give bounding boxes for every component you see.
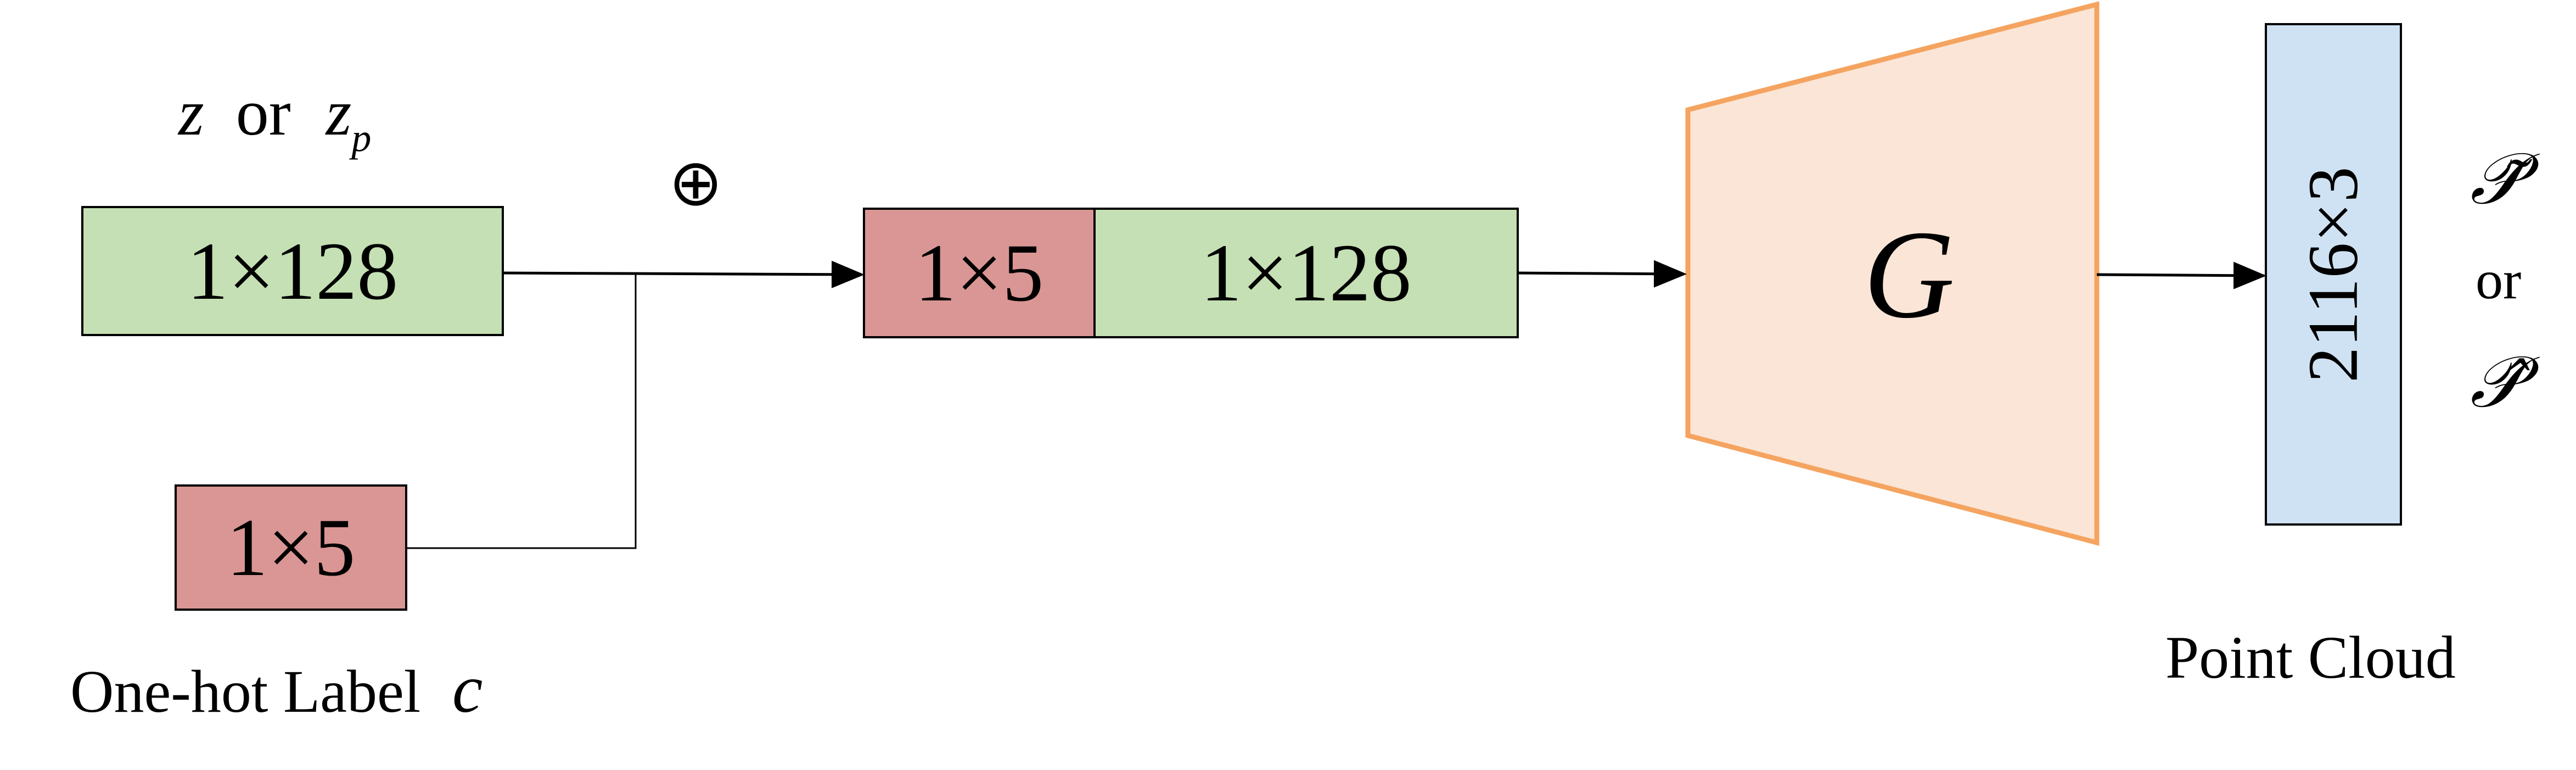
concat-label-size: 1×5 (914, 227, 1044, 319)
zp-subscript: p (351, 116, 372, 160)
point-cloud-size: 2116×3 (2294, 166, 2373, 383)
one-hot-label-box: 1×5 (175, 484, 407, 611)
p-hat-symbol: 𝒫̂ (2470, 340, 2522, 423)
point-cloud-box: 2116×3 (2265, 23, 2402, 526)
generator-to-output-arrow (2096, 261, 2266, 289)
latent-variable-label: z or zp (178, 71, 371, 163)
latent-vector-size: 1×128 (187, 225, 399, 317)
latent-vector-box: 1×128 (81, 206, 504, 336)
one-hot-label-text: One-hot Label (70, 658, 421, 725)
point-cloud-caption: Point Cloud (2165, 624, 2456, 691)
label-to-concat-connector (406, 273, 637, 549)
concat-to-generator-arrow (1517, 260, 1687, 288)
zp-symbol: z (325, 76, 352, 149)
p-tilde-symbol: 𝒫̃ (2470, 137, 2522, 220)
z-symbol: z (178, 76, 204, 149)
latent-to-concat-arrow (503, 260, 865, 288)
concat-label-part: 1×5 (863, 208, 1096, 338)
generator-trapezoid (1685, 1, 2100, 546)
one-hot-label-caption: One-hot Label c (70, 648, 482, 733)
concat-operator-symbol: ⊕ (669, 144, 723, 220)
concat-latent-part: 1×128 (1093, 208, 1519, 338)
output-or-text: or (2476, 249, 2522, 310)
or-text: or (235, 76, 291, 149)
label-variable-c: c (452, 651, 483, 727)
concat-latent-size: 1×128 (1200, 227, 1412, 319)
one-hot-label-size: 1×5 (226, 502, 356, 593)
generator-label: G (1864, 204, 1955, 344)
